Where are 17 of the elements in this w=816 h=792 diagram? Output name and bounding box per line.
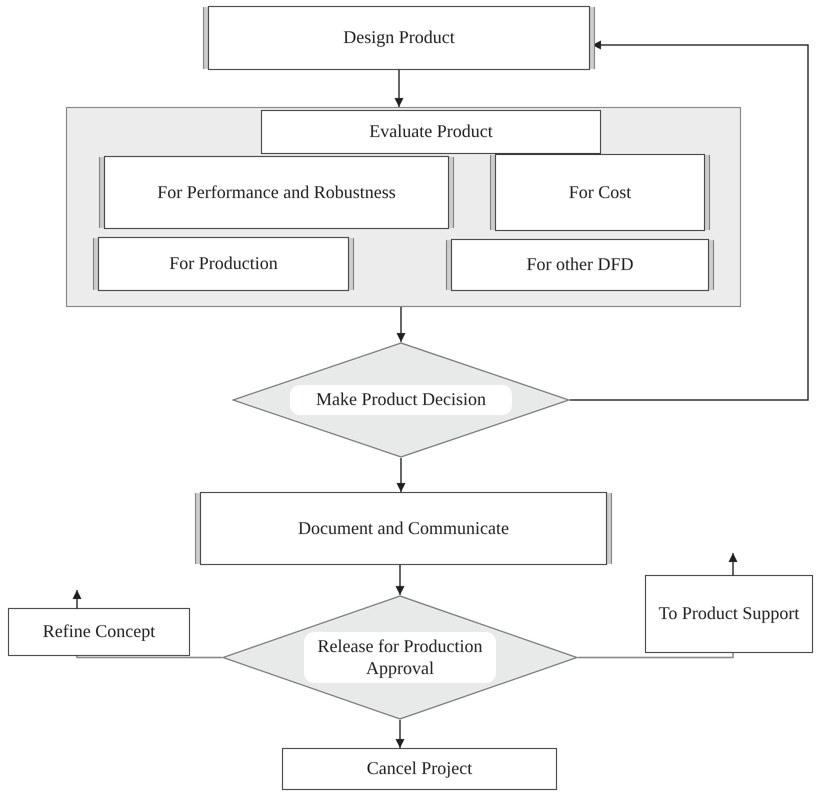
decision-label: Release for Production Approval xyxy=(304,632,496,684)
arrow xyxy=(72,590,82,608)
decision-label: Make Product Decision xyxy=(290,385,512,415)
arrow xyxy=(396,720,404,748)
process-box: Refine Concept xyxy=(8,608,190,656)
arrow xyxy=(396,307,406,342)
arrow xyxy=(396,565,404,595)
decision-diamond xyxy=(232,342,570,458)
process-box: To Product Support xyxy=(645,575,813,653)
arrow xyxy=(728,553,738,575)
group-panel xyxy=(66,107,741,307)
process-box: Cancel Project xyxy=(282,748,557,790)
process-title-box: Evaluate Product xyxy=(261,110,601,154)
arrow xyxy=(570,40,809,401)
arrow xyxy=(396,458,406,492)
decision-diamond xyxy=(222,595,578,720)
arrow xyxy=(394,70,404,107)
